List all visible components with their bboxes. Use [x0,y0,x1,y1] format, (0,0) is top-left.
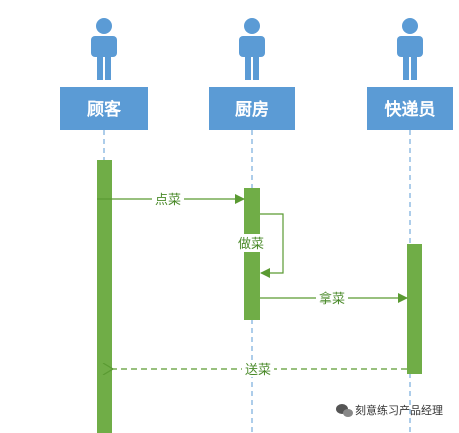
actor-courier: 快递员 [367,87,453,130]
actor-label: 顾客 [87,99,122,120]
actor-label: 快递员 [385,99,436,120]
label-bg [235,234,268,252]
activation-courier [407,244,422,374]
message-cook: 做菜 [235,213,284,278]
actor-box [60,87,148,130]
activation-kitchen [244,188,260,320]
watermark: 刻意练习产品经理 [336,403,443,417]
wechat-icon [336,404,353,417]
actor-box [367,87,453,130]
label-bg [316,289,348,306]
watermark-text: 刻意练习产品经理 [355,403,443,417]
activation-customer [97,160,112,433]
message-label: 送菜 [245,363,271,378]
label-bg [242,360,274,377]
actor-kitchen: 厨房 [209,87,295,130]
message-deliver: 送菜 [113,360,407,378]
message-arrow [260,213,284,278]
actor-box [209,87,295,130]
message-order: 点菜 [97,190,245,208]
person-icon [239,18,265,80]
message-label: 拿菜 [319,291,345,307]
actor-label: 厨房 [235,99,269,120]
message-label: 做菜 [238,237,264,252]
label-bg [152,190,184,207]
message-label: 点菜 [155,193,181,208]
person-icon [397,18,423,80]
person-icon [91,18,117,80]
message-pickup: 拿菜 [260,289,408,307]
actor-customer: 顾客 [60,87,148,130]
